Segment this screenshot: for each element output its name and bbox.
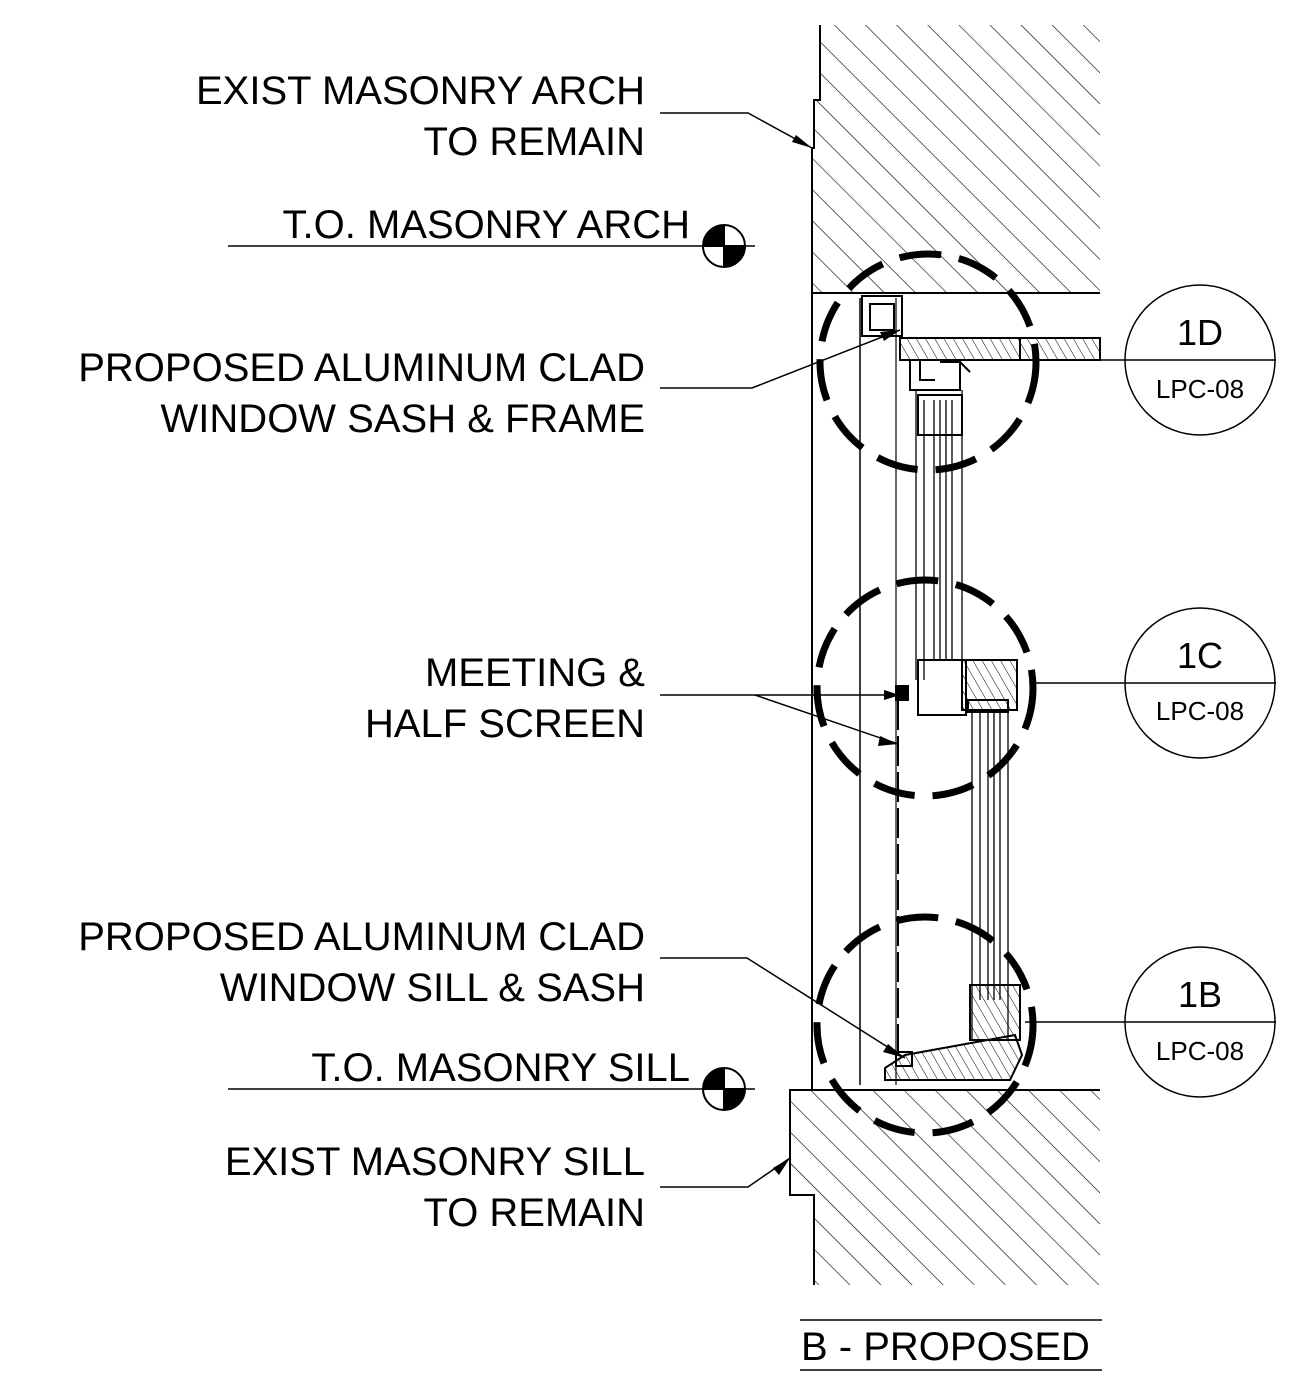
drawing-title-block: B - PROPOSED: [800, 1319, 1102, 1371]
detail-bubble-1d[interactable]: 1D LPC-08: [1124, 284, 1276, 436]
masonry-sill: [789, 1089, 1100, 1285]
note-meeting: MEETING & HALF SCREEN: [365, 651, 645, 746]
note-masonry-sill-line1: EXIST MASONRY SILL: [225, 1140, 645, 1184]
window-sill: [884, 984, 1024, 1081]
upper-sash-glazing: [915, 390, 963, 680]
datum-marker-icon: [702, 224, 746, 268]
note-meeting-line1: MEETING &: [425, 651, 645, 695]
note-meeting-line2: HALF SCREEN: [365, 702, 645, 746]
detail-circle-meeting: [813, 576, 1037, 800]
note-arch-line2: TO REMAIN: [423, 120, 645, 164]
detail-sheet: LPC-08: [1156, 374, 1244, 404]
datum-marker-icon: [702, 1067, 746, 1111]
elevation-label-sill: T.O. MASONRY SILL: [311, 1046, 690, 1090]
detail-bubble-1c[interactable]: 1C LPC-08: [1124, 607, 1276, 759]
note-sash-line2: WINDOW SASH & FRAME: [161, 397, 645, 441]
detail-sheet: LPC-08: [1156, 1036, 1244, 1066]
detail-id: 1B: [1178, 974, 1222, 1015]
detail-id: 1D: [1177, 312, 1223, 353]
elevation-datum-sill: [228, 1067, 755, 1111]
head-frame: [861, 295, 1101, 436]
detail-bubble-1b[interactable]: 1B LPC-08: [1124, 946, 1276, 1098]
leader-arrowheads: [773, 135, 905, 1175]
lower-sash-glazing: [971, 712, 1009, 1040]
masonry-arch: [811, 25, 1100, 294]
note-sill-line1: PROPOSED ALUMINUM CLAD: [78, 915, 645, 959]
detail-circle-sill: [813, 913, 1037, 1137]
note-sill-sash: PROPOSED ALUMINUM CLAD WINDOW SILL & SAS…: [78, 915, 645, 1010]
note-sash-line1: PROPOSED ALUMINUM CLAD: [78, 346, 645, 390]
note-arch: EXIST MASONRY ARCH TO REMAIN: [196, 69, 645, 164]
note-masonry-sill: EXIST MASONRY SILL TO REMAIN: [225, 1140, 645, 1235]
detail-id: 1C: [1177, 635, 1223, 676]
elevation-label-arch: T.O. MASONRY ARCH: [283, 203, 691, 247]
note-masonry-sill-line2: TO REMAIN: [423, 1191, 645, 1235]
meeting-rail: [895, 659, 1018, 716]
note-sash-frame: PROPOSED ALUMINUM CLAD WINDOW SASH & FRA…: [78, 346, 645, 441]
note-sill-line2: WINDOW SILL & SASH: [220, 966, 645, 1010]
detail-sheet: LPC-08: [1156, 696, 1244, 726]
note-arch-line1: EXIST MASONRY ARCH: [196, 69, 645, 113]
drawing-title: B - PROPOSED: [801, 1325, 1090, 1369]
window-jamb-lines: [811, 293, 897, 1090]
elevation-datum-arch: [228, 224, 755, 268]
